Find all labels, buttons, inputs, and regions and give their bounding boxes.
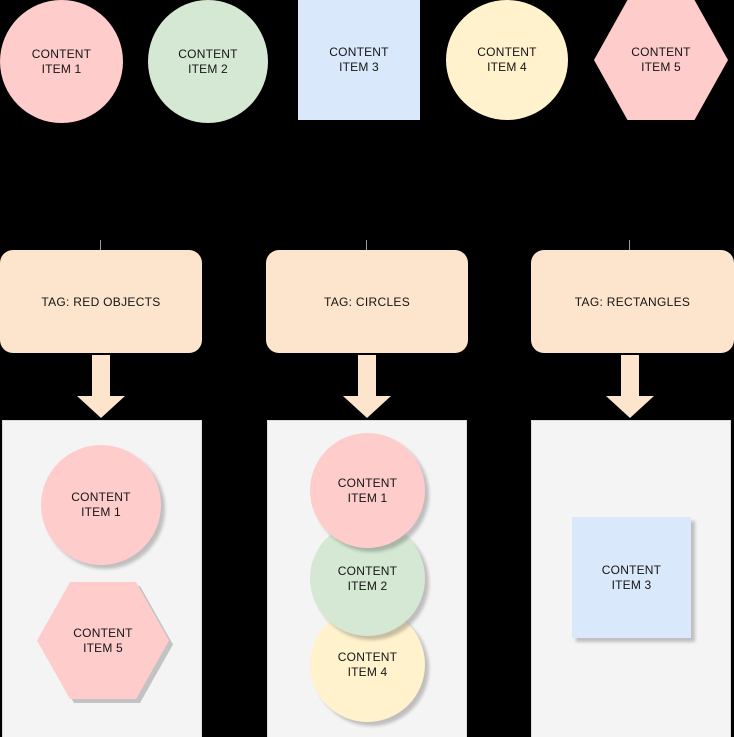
tag-rectangles[interactable]: TAG: RECTANGLES bbox=[531, 250, 734, 353]
arrow-red-objects-head bbox=[77, 396, 125, 418]
arrow-rectangles bbox=[606, 355, 654, 418]
group-red-item-1[interactable]: CONTENT ITEM 1 bbox=[41, 445, 161, 565]
tag-circles[interactable]: TAG: CIRCLES bbox=[266, 250, 468, 353]
group-rectangles: CONTENT ITEM 3 bbox=[531, 420, 731, 737]
group-red-item-1-label: CONTENT ITEM 1 bbox=[71, 490, 131, 519]
group-circles-item-4-label: CONTENT ITEM 4 bbox=[337, 649, 398, 679]
arrow-red-objects bbox=[77, 355, 125, 418]
connector-stub-middle bbox=[366, 240, 367, 252]
connector-stub-right bbox=[629, 240, 630, 252]
arrow-red-objects-shaft bbox=[92, 355, 110, 396]
group-circles-item-4[interactable]: CONTENT ITEM 4 bbox=[310, 607, 425, 722]
source-item-2[interactable]: CONTENT ITEM 2 bbox=[148, 0, 268, 123]
arrow-circles-head bbox=[343, 396, 391, 418]
tag-red-objects-label: TAG: RED OBJECTS bbox=[41, 294, 161, 309]
tag-circles-label: TAG: CIRCLES bbox=[323, 294, 411, 309]
group-circles-item-2-label: CONTENT ITEM 2 bbox=[337, 563, 398, 593]
group-red-item-5-label: CONTENT ITEM 5 bbox=[73, 625, 133, 655]
source-item-4-label: CONTENT ITEM 4 bbox=[477, 45, 537, 74]
group-circles-item-1-label: CONTENT ITEM 1 bbox=[337, 475, 398, 505]
connector-stub-left bbox=[100, 240, 101, 252]
source-item-3-label: CONTENT ITEM 3 bbox=[329, 45, 389, 74]
source-item-2-label: CONTENT ITEM 2 bbox=[178, 46, 238, 76]
arrow-circles-shaft bbox=[358, 355, 376, 396]
source-item-3[interactable]: CONTENT ITEM 3 bbox=[298, 0, 420, 120]
arrow-circles bbox=[343, 355, 391, 418]
arrow-rectangles-shaft bbox=[621, 355, 639, 396]
tag-red-objects[interactable]: TAG: RED OBJECTS bbox=[0, 250, 202, 353]
group-red-item-5[interactable]: CONTENT ITEM 5 bbox=[37, 582, 169, 699]
source-item-4[interactable]: CONTENT ITEM 4 bbox=[446, 0, 568, 120]
source-item-5-label: CONTENT ITEM 5 bbox=[631, 45, 691, 74]
arrow-rectangles-head bbox=[606, 396, 654, 418]
source-item-1[interactable]: CONTENT ITEM 1 bbox=[0, 0, 123, 123]
group-rect-item-3-label: CONTENT ITEM 3 bbox=[601, 562, 662, 592]
group-red-objects: CONTENT ITEM 1 CONTENT ITEM 5 bbox=[2, 420, 202, 737]
group-circles-item-1[interactable]: CONTENT ITEM 1 bbox=[310, 433, 425, 548]
source-item-1-label: CONTENT ITEM 1 bbox=[31, 46, 92, 76]
group-rect-item-3[interactable]: CONTENT ITEM 3 bbox=[572, 517, 691, 638]
source-item-5[interactable]: CONTENT ITEM 5 bbox=[594, 0, 728, 120]
tag-rectangles-label: TAG: RECTANGLES bbox=[574, 294, 691, 309]
group-circles: CONTENT ITEM 1 CONTENT ITEM 2 CONTENT IT… bbox=[267, 420, 467, 737]
